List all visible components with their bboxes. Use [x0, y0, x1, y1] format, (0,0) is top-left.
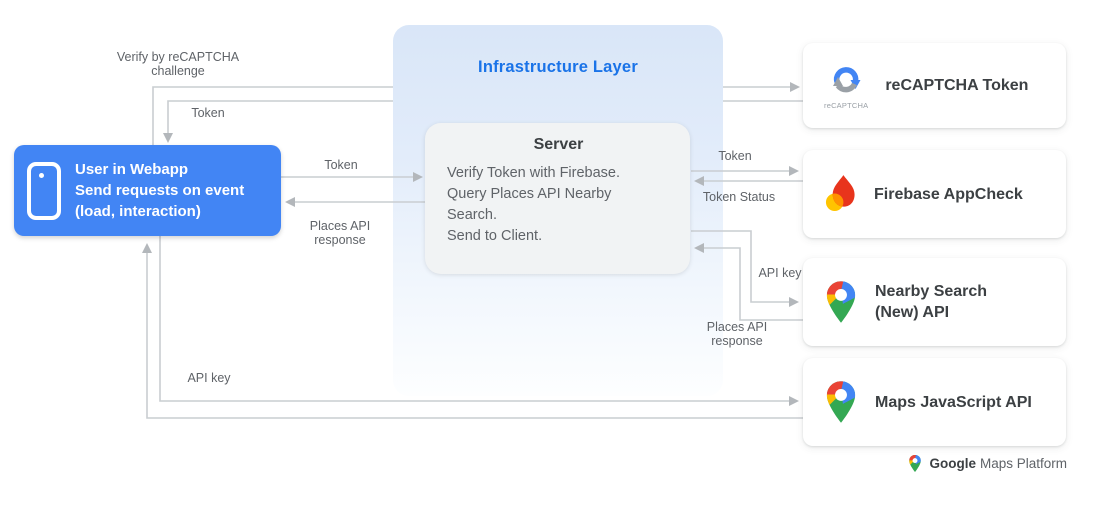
- service-label: Nearby Search (New) API: [875, 283, 988, 321]
- edge-arrowhead-places-response-server-to-user: [285, 197, 295, 207]
- service-label: reCAPTCHA Token: [885, 77, 1029, 94]
- user-webapp-box: User in Webapp Send requests on event (l…: [14, 145, 281, 236]
- firebase-glyph: [825, 174, 855, 211]
- maps-pin-glyph: [826, 381, 856, 423]
- edge-arrowhead-token-server-to-firebase: [789, 166, 799, 176]
- service-label: Firebase AppCheck: [874, 185, 1023, 203]
- recaptcha-icon: reCAPTCHA: [824, 62, 868, 110]
- phone-icon: [27, 161, 61, 220]
- google-maps-pin-icon: [909, 454, 922, 473]
- edge-arrowhead-maps-response-to-user: [142, 243, 152, 253]
- recaptcha-caption: reCAPTCHA: [824, 100, 869, 110]
- edge-arrowhead-api-key-server-to-nearby: [789, 297, 799, 307]
- label-api-key-server-to-nearby: API key: [758, 266, 802, 280]
- brand-maps-platform: Maps Platform: [979, 456, 1067, 471]
- brand-google: Google: [929, 456, 976, 471]
- server-box: Server Verify Token with Firebase. Query…: [425, 123, 690, 274]
- maps-pin-glyph: [826, 281, 856, 323]
- recaptcha-glyph: [833, 66, 861, 92]
- firebase-appcheck-icon: [824, 174, 857, 215]
- label-places-response-to-user: Places API response: [309, 219, 371, 247]
- server-description-line: Verify Token with Firebase.: [447, 165, 621, 181]
- label-token-status: Token Status: [702, 190, 776, 204]
- user-webapp-label: User in Webapp Send requests on event (l…: [75, 161, 245, 220]
- server-description-line: Send to Client.: [447, 228, 543, 244]
- service-label: Maps JavaScript API: [875, 393, 1032, 411]
- label-token-user-to-server: Token: [324, 158, 358, 172]
- server-description-line: Query Places API Nearby Search.: [447, 186, 612, 223]
- service-card-firebase-appcheck: Firebase AppCheck: [803, 150, 1066, 238]
- label-token-recaptcha-to-user: Token: [191, 106, 225, 120]
- label-api-key-user-to-maps: API key: [187, 371, 231, 385]
- label-places-response-to-server: Places API response: [706, 320, 768, 348]
- google-maps-pin-icon: [824, 280, 858, 324]
- service-card-recaptcha-token: reCAPTCHA reCAPTCHA Token: [803, 43, 1066, 128]
- label-token-server-to-firebase: Token: [718, 149, 752, 163]
- phone-camera-dot: [39, 172, 44, 178]
- edge-arrowhead-api-key-user-to-maps: [789, 396, 799, 406]
- server-title: Server: [533, 136, 584, 153]
- edge-arrowhead-token-recaptcha-to-user: [163, 133, 173, 143]
- service-card-nearby-search-api: Nearby Search (New) API: [803, 258, 1066, 346]
- infrastructure-layer-title: Infrastructure Layer: [478, 58, 638, 76]
- server-description: Verify Token with Firebase. Query Places…: [447, 163, 647, 247]
- label-verify-recaptcha-challenge: Verify by reCAPTCHA challenge: [116, 50, 240, 78]
- edge-arrowhead-verify-challenge-user-to-recaptcha: [790, 82, 800, 92]
- service-card-maps-javascript-api: Maps JavaScript API: [803, 358, 1066, 446]
- google-maps-pin-icon: [824, 380, 858, 424]
